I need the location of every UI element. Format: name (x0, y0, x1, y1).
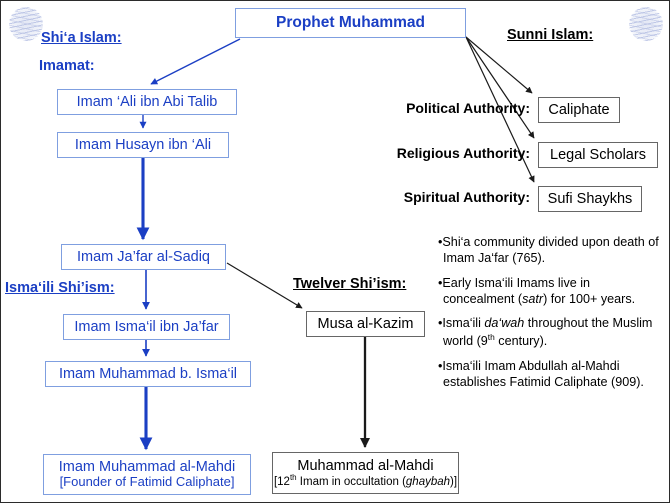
node-label: Imam Ja’far al-Sadiq (77, 248, 210, 265)
arrow-prophet-to-scholars (465, 36, 535, 139)
node-caliphate[interactable]: Caliphate (538, 97, 620, 123)
label-spiritual-authority: Spiritual Authority: (403, 189, 530, 205)
section-subheader-imamat: Imamat: (39, 58, 95, 74)
section-header-shia-islam: Shi‘a Islam: (41, 30, 122, 46)
calligraphy-medallion-icon (629, 7, 663, 41)
node-label-secondary: [12th Imam in occultation (ghaybah)] (273, 472, 458, 489)
node-label-primary: Imam Muhammad al-Mahdi (58, 459, 236, 476)
node-legal-scholars[interactable]: Legal Scholars (538, 142, 658, 168)
node-label: Imam Muhammad b. Isma‘il (58, 365, 238, 382)
node-muhammad-al-mahdi-twelver[interactable]: Muhammad al-Mahdi [12th Imam in occultat… (272, 452, 459, 494)
label-religious-authority: Religious Authority: (396, 145, 530, 161)
mahdi-closing-bracket: )] (450, 475, 458, 488)
arrow-jafar-to-musa (226, 262, 303, 309)
section-header-ismaili-shiism: Isma‘ili Shi’ism: (5, 280, 115, 296)
node-imam-jafar-al-sadiq[interactable]: Imam Ja’far al-Sadiq (61, 244, 226, 270)
node-label: Sufi Shaykhs (547, 190, 633, 207)
mahdi-occultation-text: Imam in occultation ( (296, 475, 406, 488)
mahdi-ghaybah-term: ghaybah (405, 475, 451, 488)
note-item: •Isma‘ili da‘wah throughout the Muslim w… (438, 316, 653, 349)
node-label-secondary: [Founder of Fatimid Caliphate] (59, 474, 235, 490)
node-label: Musa al-Kazim (317, 315, 414, 332)
node-prophet-muhammad[interactable]: Prophet Muhammad (235, 8, 466, 38)
calligraphy-medallion-icon (9, 7, 43, 41)
node-imam-ali-ibn-abi-talib[interactable]: Imam ‘Ali ibn Abi Talib (57, 89, 237, 115)
section-header-twelver-shiism: Twelver Shi’ism: (293, 276, 407, 292)
notes-list: •Shi‘a community divided upon death of I… (438, 235, 664, 391)
node-label-primary: Muhammad al-Mahdi (297, 457, 434, 474)
node-label: Legal Scholars (550, 146, 646, 163)
node-sufi-shaykhs[interactable]: Sufi Shaykhs (538, 186, 642, 212)
node-label: Imam Husayn ibn ‘Ali (74, 136, 212, 153)
node-label: Prophet Muhammad (276, 14, 425, 32)
node-label: Imam Isma‘il ibn Ja’far (74, 318, 219, 335)
note-item: •Shi‘a community divided upon death of I… (438, 235, 659, 265)
node-musa-al-kazim[interactable]: Musa al-Kazim (306, 311, 425, 337)
arrow-prophet-to-ali (150, 38, 241, 85)
node-imam-ismail-ibn-jafar[interactable]: Imam Isma‘il ibn Ja’far (63, 314, 230, 340)
note-item: •Early Isma‘ili Imams live in concealmen… (438, 275, 636, 306)
node-imam-husayn-ibn-ali[interactable]: Imam Husayn ibn ‘Ali (57, 132, 229, 158)
node-label: Caliphate (548, 101, 610, 118)
arrow-prophet-to-caliphate (465, 36, 533, 94)
section-header-sunni-islam: Sunni Islam: (507, 27, 594, 43)
node-imam-muhammad-al-mahdi-fatimid[interactable]: Imam Muhammad al-Mahdi [Founder of Fatim… (43, 454, 251, 495)
mahdi-ordinal-prefix: [12 (273, 475, 290, 488)
node-label: Imam ‘Ali ibn Abi Talib (76, 93, 218, 110)
note-item: •Isma‘ili Imam Abdullah al-Mahdi establi… (438, 359, 644, 390)
mahdi-ordinal-suffix: th (289, 472, 297, 482)
label-political-authority: Political Authority: (406, 100, 530, 116)
node-imam-muhammad-b-ismail[interactable]: Imam Muhammad b. Isma‘il (45, 361, 251, 387)
